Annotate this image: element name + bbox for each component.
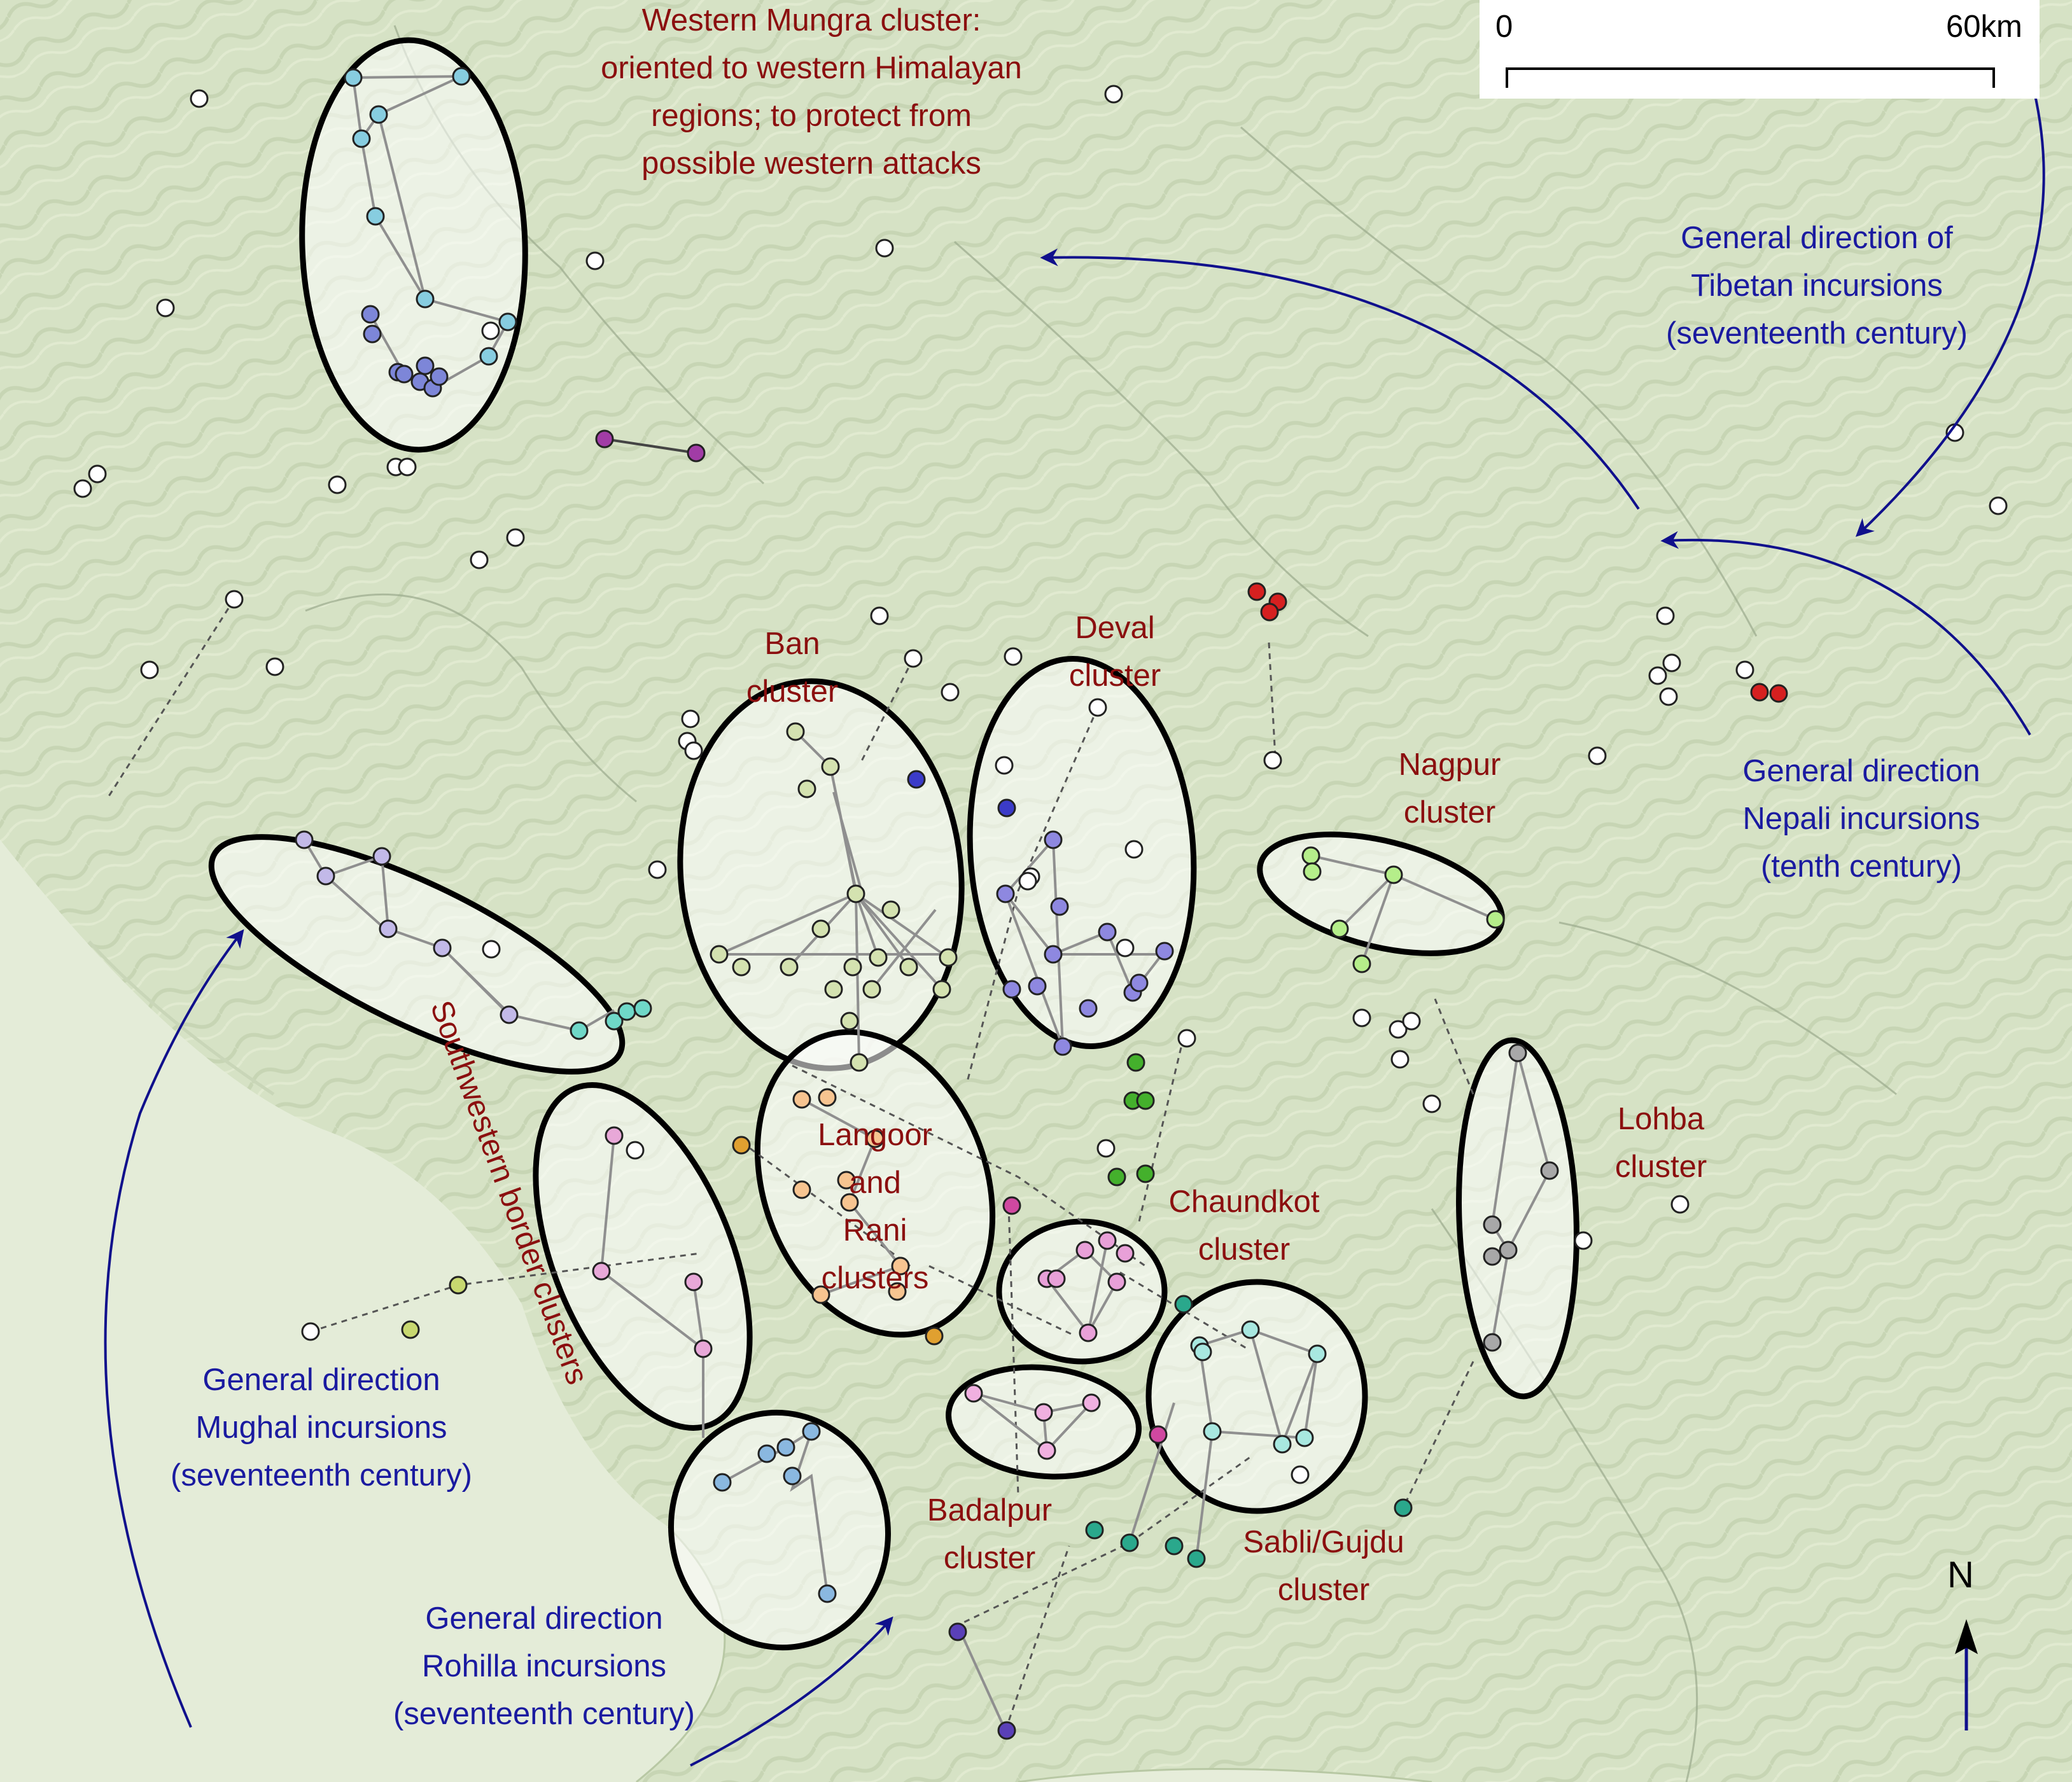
label-western-mungra-line4: possible western attacks xyxy=(641,146,981,181)
label-rohilla-line2: Rohilla incursions xyxy=(422,1649,666,1683)
sites-lohba xyxy=(1483,1043,1559,1352)
label-ban-line1: Ban xyxy=(764,627,820,661)
label-langoor-line2: and xyxy=(849,1166,901,1200)
label-mughal-line2: Mughal incursions xyxy=(196,1410,447,1445)
label-western-mungra-line3: regions; to protect from xyxy=(651,99,972,133)
sites-magenta xyxy=(1002,1196,1168,1444)
nepali-arrow xyxy=(1660,531,2031,736)
label-badalpur-line2: cluster xyxy=(944,1541,1035,1575)
incursion-labels: General direction of Tibetan incursions … xyxy=(171,221,1980,1731)
label-langoor-line3: Rani xyxy=(843,1213,907,1248)
label-chaundkot-line1: Chaundkot xyxy=(1168,1185,1319,1219)
tibetan-arrow-west xyxy=(1040,248,1640,510)
label-tibetan-line1: General direction of xyxy=(1681,221,1953,255)
label-western-mungra-line1: Western Mungra cluster: xyxy=(642,3,981,38)
label-western-mungra-line2: oriented to western Himalayan xyxy=(601,51,1022,85)
sites-teal-west xyxy=(570,999,652,1040)
label-langoor-line1: Langoor xyxy=(818,1118,932,1152)
scale-bar: 0 60km xyxy=(1480,0,2040,99)
label-badalpur-line1: Badalpur xyxy=(927,1493,1052,1528)
scale-end-label: 60km xyxy=(1946,10,2022,44)
label-sabli-gujdu-line2: cluster xyxy=(1278,1573,1369,1607)
sites-southwestern-south xyxy=(713,1422,837,1603)
sites-langoor-rani xyxy=(792,1088,910,1304)
sites-badalpur xyxy=(964,1384,1101,1460)
sites xyxy=(73,67,2008,1740)
label-rohilla-line1: General direction xyxy=(425,1601,662,1636)
sites-red xyxy=(1247,582,1788,703)
isolated-sites xyxy=(73,85,2008,1484)
label-tibetan-line3: (seventeenth century) xyxy=(1666,316,1968,351)
label-langoor-line4: clusters xyxy=(822,1261,929,1295)
label-lohba-line1: Lohba xyxy=(1618,1102,1705,1136)
sites-ban xyxy=(710,722,958,1072)
label-ban-line2: cluster xyxy=(746,674,838,709)
label-mughal-line3: (seventeenth century) xyxy=(171,1458,472,1493)
label-deval-line2: cluster xyxy=(1069,658,1161,693)
north-arrow: N xyxy=(1947,1554,1978,1730)
incursion-arrows xyxy=(104,63,2045,1767)
label-mughal-line1: General direction xyxy=(202,1363,440,1397)
sites-indigo-south xyxy=(948,1622,1016,1740)
sites-teal-dark xyxy=(1085,1295,1413,1568)
label-deval-line1: Deval xyxy=(1075,611,1154,645)
label-chaundkot-line2: cluster xyxy=(1198,1232,1290,1267)
sites-purple-pair xyxy=(595,429,706,463)
rohilla-arrow xyxy=(690,1616,893,1767)
tibetan-arrow-east xyxy=(1855,63,2045,537)
label-nagpur-line1: Nagpur xyxy=(1399,748,1501,782)
mughal-arrow xyxy=(104,929,244,1728)
sites-southwestern-mid xyxy=(592,1126,713,1358)
label-nepali-line2: Nepali incursions xyxy=(1742,802,1980,836)
label-nepali-line3: (tenth century) xyxy=(1761,849,1962,884)
ellipse-sabli-gujdu xyxy=(1145,1279,1368,1514)
label-lohba-line2: cluster xyxy=(1615,1150,1707,1184)
sites-orange xyxy=(732,1136,944,1346)
label-nepali-line1: General direction xyxy=(1742,754,1980,788)
sites-deval xyxy=(996,830,1174,1056)
ellipse-lohba xyxy=(1456,1037,1579,1400)
north-arrow-label: N xyxy=(1947,1554,1974,1596)
sites-southwestern-west xyxy=(295,830,519,1024)
sites-olive xyxy=(401,1276,468,1339)
label-rohilla-line3: (seventeenth century) xyxy=(393,1697,695,1731)
label-sabli-gujdu-line1: Sabli/Gujdu xyxy=(1243,1525,1404,1559)
sites-western-mungra-south xyxy=(361,305,449,398)
scale-start-label: 0 xyxy=(1495,10,1513,44)
sites-sabli-gujdu xyxy=(1190,1320,1327,1454)
sites-western-mungra-north xyxy=(344,67,517,366)
sites-green xyxy=(1107,1053,1155,1187)
sites-nagpur xyxy=(1301,846,1505,973)
label-tibetan-line2: Tibetan incursions xyxy=(1691,268,1943,303)
sites-blue-dark xyxy=(907,770,1016,818)
label-nagpur-line2: cluster xyxy=(1404,795,1495,830)
ellipse-southwestern-west xyxy=(208,834,626,1075)
sites-chaundkot xyxy=(1037,1231,1135,1342)
